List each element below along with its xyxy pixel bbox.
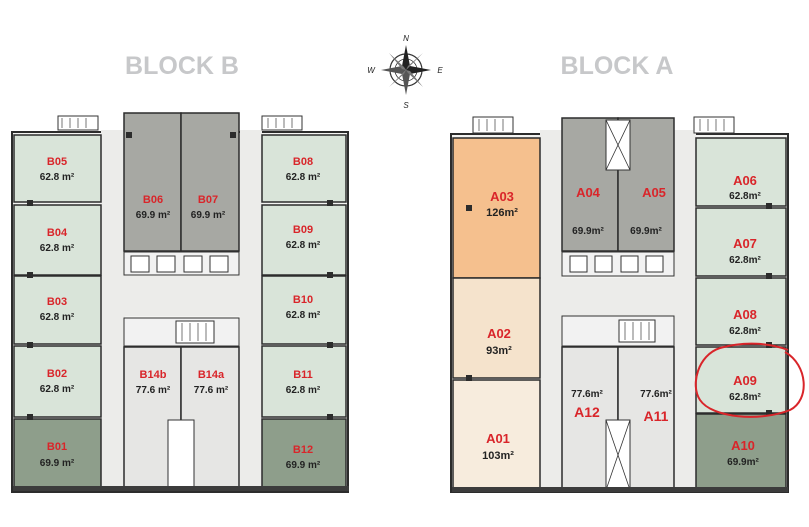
unit-label: B11 (293, 369, 313, 381)
unit-b04[interactable] (13, 204, 102, 276)
unit-area: 62.8 m² (40, 243, 75, 254)
unit-area: 77.6m² (571, 389, 603, 400)
unit-a06[interactable] (695, 137, 787, 207)
block-a (450, 116, 789, 493)
unit-label: A05 (642, 185, 666, 200)
unit-label: B09 (293, 224, 313, 236)
unit-label: B14b (140, 369, 167, 381)
highlight-circle (694, 342, 805, 418)
unit-area: 126m² (486, 207, 518, 219)
unit-area: 103m² (482, 450, 514, 462)
unit-label: A08 (733, 307, 757, 322)
unit-label: B03 (47, 296, 67, 308)
unit-label: A06 (733, 173, 757, 188)
unit-label: B04 (47, 227, 68, 239)
unit-label: B01 (47, 441, 67, 453)
unit-area: 69.9m² (727, 457, 759, 468)
unit-area: 62.8 m² (40, 312, 75, 323)
unit-label: B06 (143, 194, 163, 206)
block-b (11, 112, 349, 493)
unit-a10[interactable] (695, 413, 787, 489)
block-a-labels: A03 126m² A02 93m² A01 103m² A04 69.9m² … (482, 173, 761, 468)
unit-label: B08 (293, 156, 313, 168)
unit-label: A10 (731, 438, 755, 453)
unit-label: A12 (574, 404, 600, 420)
unit-b01[interactable] (13, 418, 102, 488)
unit-area: 62.8 m² (286, 240, 321, 251)
unit-label: B14a (198, 369, 225, 381)
unit-label: A04 (576, 185, 601, 200)
unit-label: B02 (47, 368, 67, 380)
unit-area: 62.8 m² (40, 384, 75, 395)
unit-a08[interactable] (695, 277, 787, 346)
compass-east: E (437, 66, 443, 75)
unit-label: B12 (293, 444, 313, 456)
unit-label: A09 (733, 373, 757, 388)
unit-area: 93m² (486, 345, 512, 357)
unit-label: A01 (486, 431, 510, 446)
unit-b11[interactable] (261, 345, 347, 418)
unit-b03[interactable] (13, 275, 102, 345)
unit-b07[interactable] (180, 112, 240, 252)
unit-area: 69.9 m² (136, 210, 171, 221)
unit-label: B05 (47, 156, 67, 168)
unit-label: A11 (644, 408, 669, 424)
unit-a02[interactable] (452, 277, 541, 379)
unit-area: 69.9 m² (40, 458, 75, 469)
block-b-labels: B05 62.8 m² B04 62.8 m² B03 62.8 m² B02 … (40, 156, 321, 471)
unit-area: 77.6 m² (194, 385, 229, 396)
compass-north: N (403, 34, 409, 43)
unit-b12[interactable] (261, 418, 347, 488)
compass-south: S (403, 101, 409, 110)
unit-area: 62.8m² (729, 255, 761, 266)
unit-b05[interactable] (13, 134, 102, 203)
unit-area: 62.8m² (729, 392, 761, 403)
unit-area: 62.8 m² (286, 385, 321, 396)
unit-label: A07 (733, 236, 757, 251)
unit-b02[interactable] (13, 345, 102, 418)
unit-b08[interactable] (261, 134, 347, 203)
unit-area: 69.9m² (630, 226, 662, 237)
unit-area: 62.8 m² (286, 310, 321, 321)
unit-area: 77.6 m² (136, 385, 171, 396)
block-a-title: BLOCK A (561, 52, 674, 80)
unit-a01[interactable] (452, 379, 541, 489)
unit-a07[interactable] (695, 207, 787, 277)
unit-label: B07 (198, 194, 218, 206)
unit-area: 69.9m² (572, 226, 604, 237)
unit-area: 62.8m² (729, 326, 761, 337)
unit-area: 69.9 m² (191, 210, 226, 221)
block-b-title: BLOCK B (125, 52, 239, 80)
compass-icon: N S E W (367, 34, 443, 110)
unit-area: 62.8 m² (286, 172, 321, 183)
unit-label: A02 (487, 326, 511, 341)
unit-area: 69.9 m² (286, 460, 321, 471)
unit-label: B10 (293, 294, 313, 306)
unit-b10[interactable] (261, 275, 347, 345)
unit-b06[interactable] (123, 112, 182, 252)
unit-a09[interactable] (695, 346, 787, 414)
unit-area: 62.8m² (729, 191, 761, 202)
unit-label: A03 (490, 189, 514, 204)
unit-b09[interactable] (261, 204, 347, 276)
compass-west: W (367, 66, 376, 75)
unit-area: 77.6m² (640, 389, 672, 400)
unit-area: 62.8 m² (40, 172, 75, 183)
